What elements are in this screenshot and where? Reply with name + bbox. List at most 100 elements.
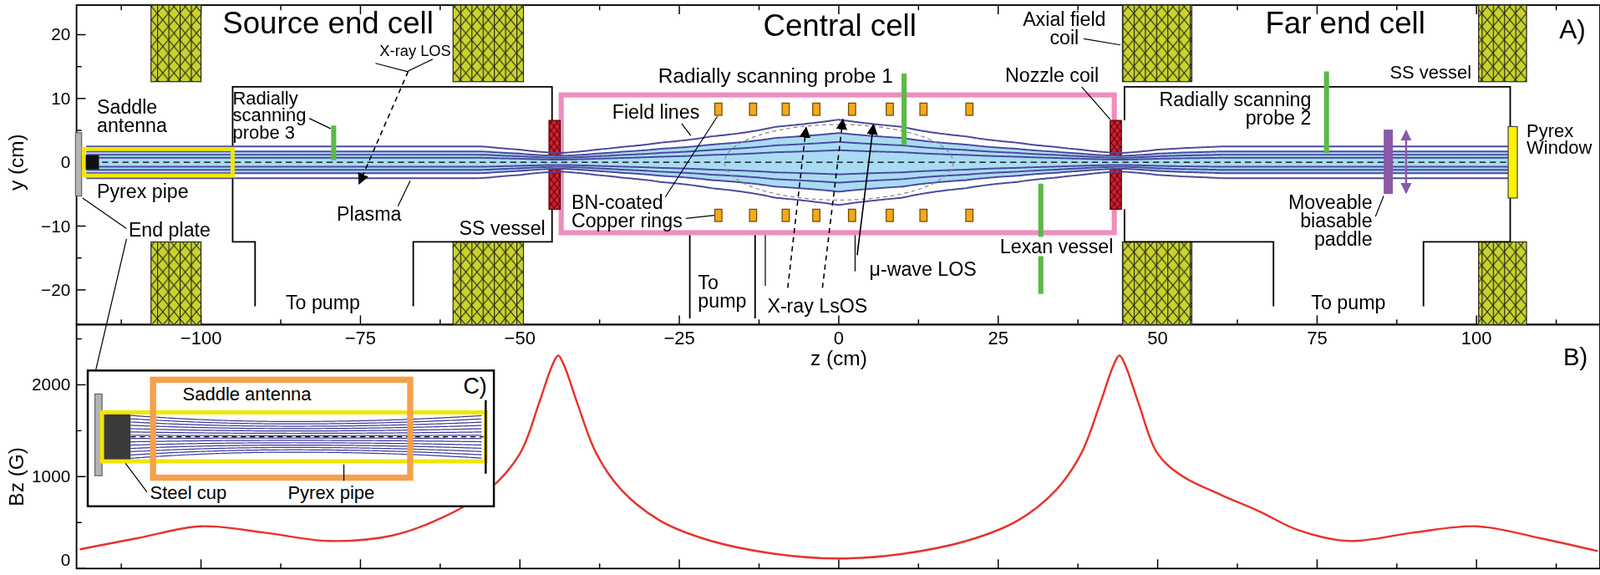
tick-label: 50 xyxy=(1147,328,1168,347)
copper-ring xyxy=(919,102,928,116)
tick-label: 75 xyxy=(1306,328,1327,347)
field-line xyxy=(86,142,1509,158)
panel-letter: B) xyxy=(1563,345,1588,370)
part-label: X-ray LOS xyxy=(379,42,452,58)
field-line xyxy=(130,440,482,442)
field-line xyxy=(130,431,482,434)
copper-ring xyxy=(782,102,790,116)
tick-mark xyxy=(519,558,521,569)
axial-field-coil xyxy=(452,241,524,325)
tick-mark xyxy=(76,97,87,99)
xray-line-of-sight xyxy=(822,119,843,289)
tick-mark xyxy=(1236,319,1238,325)
field-line xyxy=(130,428,482,432)
part-label: To pump xyxy=(1310,293,1386,313)
tick-mark xyxy=(1396,319,1397,325)
tick-mark xyxy=(1316,558,1318,569)
tick-mark xyxy=(439,5,441,11)
tick-mark xyxy=(1475,314,1477,325)
ss-vessel xyxy=(232,86,552,307)
part-label: μ-wave LOS xyxy=(869,259,977,279)
tick-mark xyxy=(120,563,122,569)
field-line xyxy=(130,452,482,458)
pyrex-window xyxy=(1508,126,1518,198)
panel-letter: C) xyxy=(462,375,487,398)
field-line xyxy=(130,418,482,424)
tick-mark xyxy=(758,319,760,325)
tick-mark xyxy=(76,129,82,131)
part-label: X-ray LsOS xyxy=(766,295,868,315)
part-label: Radially scanning probe 2 xyxy=(1147,91,1311,128)
diagnostic-port xyxy=(765,234,855,286)
copper-ring xyxy=(749,208,757,222)
axis-title: Bz (G) xyxy=(5,446,26,507)
tick-label: 1000 xyxy=(31,467,71,486)
field-line xyxy=(130,415,482,422)
tick-mark xyxy=(1475,5,1477,15)
axial-field-coil xyxy=(1478,5,1527,82)
tick-label: 100 xyxy=(1461,328,1493,347)
steel-cup xyxy=(101,410,131,462)
copper-ring xyxy=(848,208,857,222)
tick-label: −10 xyxy=(40,217,71,235)
axis-line xyxy=(130,436,486,437)
field-line xyxy=(130,437,482,440)
tick-mark xyxy=(360,558,361,569)
copper-ring xyxy=(749,102,757,116)
part-label: Radially scanning probe 3 xyxy=(232,89,322,143)
tick-mark xyxy=(599,563,600,569)
part-label: Plasma xyxy=(336,203,402,224)
field-line xyxy=(86,164,1509,174)
tick-mark xyxy=(76,568,87,569)
axial-field-coil xyxy=(452,5,524,82)
part-label: Axial field coil xyxy=(1013,10,1116,47)
part-label: Moveable biasable paddle xyxy=(1280,193,1373,249)
axis-title: z (cm) xyxy=(810,347,868,368)
tick-mark xyxy=(1555,563,1557,569)
tick-mark xyxy=(1555,319,1557,325)
tick-mark xyxy=(76,225,87,227)
inset-panel: C)Saddle antennaSteel cupPyrex pipe xyxy=(86,369,496,508)
tick-mark xyxy=(1236,5,1238,11)
copper-ring xyxy=(886,102,894,116)
tick-mark xyxy=(76,384,87,386)
tick-mark xyxy=(1555,5,1557,11)
copper-ring xyxy=(812,102,821,116)
tick-mark xyxy=(120,319,122,325)
tick-mark xyxy=(76,522,82,524)
tick-mark xyxy=(758,5,760,11)
panel-letter: A) xyxy=(1559,16,1586,44)
axial-field-coil xyxy=(1478,241,1527,325)
copper-ring xyxy=(965,208,974,222)
panel-a-frame xyxy=(76,5,1600,325)
tick-mark xyxy=(1396,563,1397,569)
part-label: SS vessel xyxy=(1389,63,1472,82)
tick-mark xyxy=(1157,558,1159,569)
tick-mark xyxy=(76,66,82,67)
field-line xyxy=(130,434,482,437)
tick-mark xyxy=(120,5,122,11)
field-line xyxy=(86,167,1509,183)
tick-mark xyxy=(76,338,82,340)
tick-mark xyxy=(838,558,839,569)
tick-mark xyxy=(918,563,920,569)
tick-mark xyxy=(918,5,920,11)
copper-ring xyxy=(919,208,928,222)
tick-label: 10 xyxy=(50,89,71,107)
tick-mark xyxy=(200,558,202,569)
tick-label: 20 xyxy=(50,25,71,44)
field-line xyxy=(130,421,482,427)
scanning-probe xyxy=(901,73,907,145)
tick-mark xyxy=(439,319,441,325)
xray-line-of-sight xyxy=(787,127,807,289)
microwave-line-of-sight xyxy=(857,124,874,255)
pump-port xyxy=(690,234,756,319)
tick-mark xyxy=(1475,558,1477,569)
axis-title: y (cm) xyxy=(5,133,26,191)
part-label: Steel cup xyxy=(150,483,228,503)
axial-field-coil xyxy=(151,241,202,325)
axial-field-coil xyxy=(1122,5,1192,82)
pyrex-pipe xyxy=(83,148,233,176)
part-label: Field lines xyxy=(612,101,700,122)
part-label: Nozzle coil xyxy=(1005,65,1099,85)
